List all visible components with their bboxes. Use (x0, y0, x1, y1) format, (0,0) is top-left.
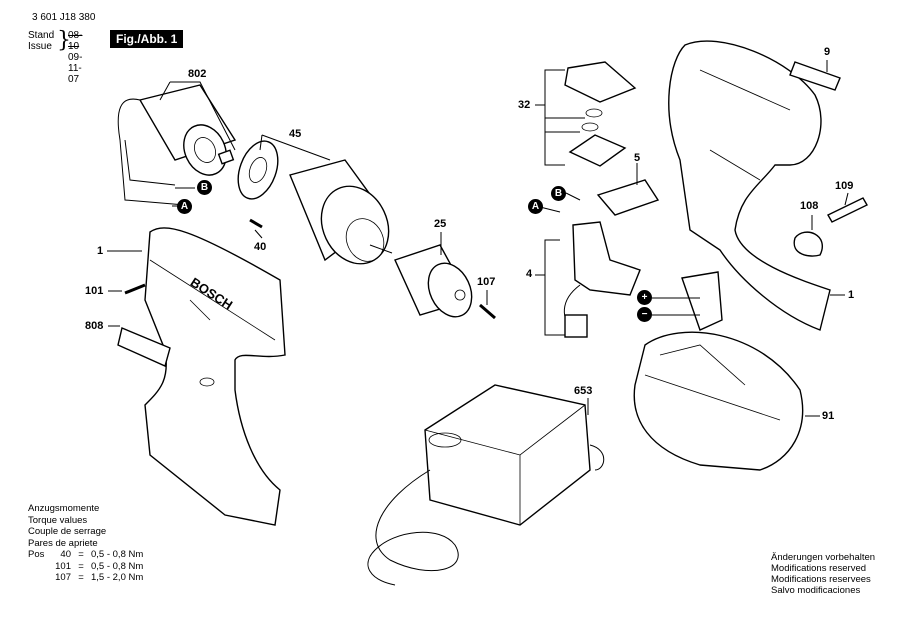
label-9 (789, 61, 841, 91)
screw-107 (479, 303, 496, 320)
bit-holder-108 (793, 231, 823, 257)
connector-b-right: B (551, 186, 566, 201)
part-label-1-right[interactable]: 1 (848, 289, 855, 301)
bit-109 (827, 197, 868, 223)
torque-eq: = (78, 572, 84, 583)
torque-row: Pos 40 = 0,5 - 0,8 Nm (28, 549, 143, 561)
part-label-653[interactable]: 653 (574, 385, 593, 397)
connector-a-left: A (177, 199, 192, 214)
torque-value: 1,5 - 2,0 Nm (91, 572, 144, 583)
torque-row: 107 = 1,5 - 2,0 Nm (28, 572, 143, 584)
modifications-notice: Änderungen vorbehalten Modifications res… (771, 552, 875, 596)
modifications-de: Änderungen vorbehalten (771, 552, 876, 563)
leader-lines (107, 60, 849, 417)
torque-title-fr: Couple de serrage (28, 526, 107, 537)
part-label-808[interactable]: 808 (85, 320, 104, 332)
part-label-45[interactable]: 45 (289, 128, 302, 140)
torque-row: 101 = 0,5 - 0,8 Nm (28, 561, 143, 573)
torque-value: 0,5 - 0,8 Nm (91, 549, 144, 560)
revision-block: Stand Issue } 08-10 09-11-07 (28, 30, 82, 86)
torque-values-table: Anzugsmomente Torque values Couple de se… (28, 503, 143, 584)
modifications-fr: Modifications reservees (771, 574, 871, 585)
part-label-108[interactable]: 108 (800, 200, 819, 212)
torque-eq: = (78, 549, 84, 560)
chuck-25 (394, 244, 473, 318)
torque-pos: 40 (60, 549, 71, 560)
brace-icon: } (57, 28, 71, 53)
part-number: 3 601 J18 380 (32, 12, 96, 23)
pos-label: Pos (28, 549, 45, 560)
gearbox-45 (289, 159, 393, 265)
issue-label: Issue (28, 41, 52, 52)
torque-title-de: Anzugsmomente (28, 503, 100, 514)
switch-4 (563, 221, 641, 338)
figure-label: Fig./Abb. 1 (110, 30, 184, 48)
part-label-4[interactable]: 4 (526, 268, 533, 280)
torque-pos: 101 (55, 560, 71, 572)
battery-91 (633, 271, 804, 471)
part-label-91[interactable]: 91 (822, 410, 835, 422)
motor-802 (117, 84, 237, 206)
modifications-es: Salvo modificaciones (771, 585, 861, 596)
old-date: 08-10 (68, 30, 83, 52)
torque-pos: 107 (55, 572, 71, 583)
switch-cover-5 (596, 179, 660, 216)
plus-terminal-icon: + (637, 290, 652, 305)
part-label-40[interactable]: 40 (254, 241, 267, 253)
minus-terminal-icon: − (637, 307, 652, 322)
part-label-802[interactable]: 802 (188, 68, 207, 80)
modifications-en: Modifications reserved (771, 563, 867, 574)
part-label-107[interactable]: 107 (477, 276, 496, 288)
cover-32 (564, 61, 637, 167)
screw-40 (249, 218, 263, 229)
torque-eq: = (78, 560, 84, 572)
screw-101 (124, 283, 146, 295)
charger-653 (367, 384, 605, 586)
label-808 (117, 327, 171, 367)
torque-title-es: Pares de apriete (28, 537, 98, 549)
torque-value: 0,5 - 0,8 Nm (91, 560, 144, 572)
housing-right (668, 40, 831, 331)
connector-b-left: B (197, 180, 212, 195)
part-label-101[interactable]: 101 (85, 285, 104, 297)
part-label-1-left[interactable]: 1 (97, 245, 104, 257)
connector-a-right: A (528, 199, 543, 214)
issue-date: 09-11-07 (68, 52, 83, 85)
part-label-5[interactable]: 5 (634, 152, 641, 164)
housing-left (144, 227, 286, 526)
torque-title-en: Torque values (28, 514, 88, 526)
stand-label: Stand (28, 30, 55, 41)
part-label-109[interactable]: 109 (835, 180, 854, 192)
part-label-32[interactable]: 32 (518, 99, 531, 111)
part-label-25[interactable]: 25 (434, 218, 447, 230)
gear-plate (237, 140, 279, 200)
part-label-9[interactable]: 9 (824, 46, 831, 58)
